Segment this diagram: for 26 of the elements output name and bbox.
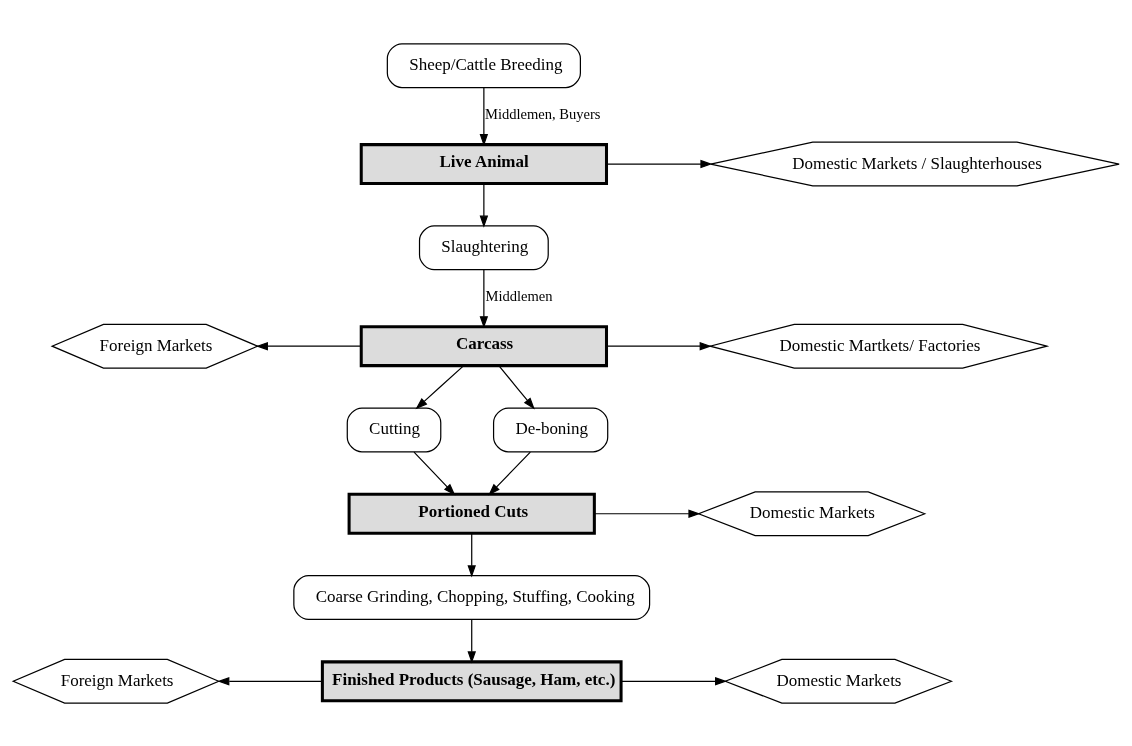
node-box: Finished Products (Sausage, Ham, etc.)	[320, 659, 623, 702]
arrow	[467, 532, 476, 577]
arrow	[498, 364, 535, 409]
arrow	[413, 451, 456, 495]
arrow	[606, 159, 713, 168]
arrow	[606, 341, 712, 350]
node-box: Sheep/Cattle Breeding	[386, 42, 581, 88]
arrow	[620, 676, 728, 686]
node-box: Slaughtering	[418, 224, 549, 270]
node-box: Portioned Cuts	[347, 492, 596, 535]
arrow	[467, 618, 476, 664]
arrow	[488, 451, 531, 495]
arrow	[479, 182, 489, 228]
arrow	[594, 509, 701, 518]
node-box: Live Animal	[359, 142, 608, 185]
node-box: De-boning	[492, 407, 609, 452]
arrow	[479, 268, 489, 328]
node-box: Cutting	[346, 407, 442, 452]
arrow	[479, 86, 489, 146]
arrow	[217, 676, 323, 686]
node-box: Carcass	[359, 324, 608, 367]
arrow	[415, 364, 465, 409]
node-box: Coarse Grinding, Chopping, Stuffing, Cooking	[293, 574, 651, 620]
arrow	[255, 341, 362, 350]
edge-label: Middlemen, Buyers	[484, 105, 601, 122]
edge-label: Middlemen	[485, 287, 553, 304]
